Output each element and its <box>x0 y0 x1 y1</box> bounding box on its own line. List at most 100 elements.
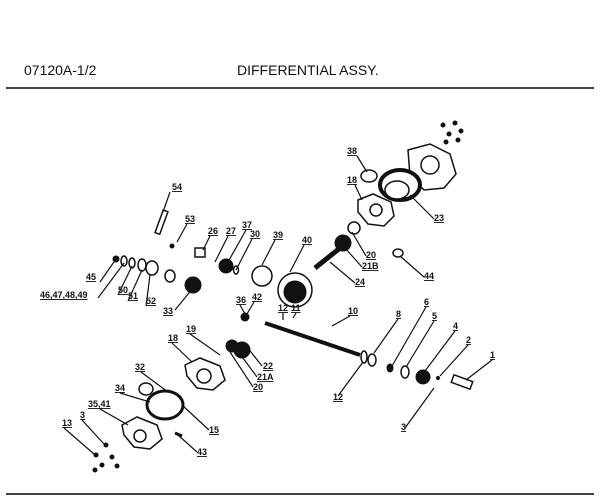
callout-32: 32 <box>135 362 145 372</box>
leader-line <box>261 239 276 266</box>
leader-line <box>63 427 95 455</box>
callout-8: 8 <box>396 309 401 319</box>
callout-36: 36 <box>236 295 246 305</box>
bolt-43 <box>174 431 183 438</box>
callout-11: 11 <box>291 303 301 313</box>
leader-line <box>373 318 399 354</box>
leader-line <box>439 344 469 377</box>
callout-12: 12 <box>278 303 288 313</box>
callout-44: 44 <box>424 271 434 281</box>
leader-line <box>344 247 363 268</box>
leader-line <box>145 274 151 307</box>
o-ring-32 <box>138 382 154 396</box>
callout-1: 1 <box>490 350 495 360</box>
gear-37 <box>218 258 234 274</box>
differential-case <box>283 280 307 304</box>
ring-5 <box>400 365 410 379</box>
callout-46-47-48-49: 46,47,48,49 <box>40 290 88 300</box>
washer-50 <box>128 257 136 269</box>
ring-12 <box>360 350 368 364</box>
callout-54: 54 <box>172 182 182 192</box>
leader-line <box>117 265 133 296</box>
callout-21A: 21A <box>257 372 274 382</box>
callout-20: 20 <box>253 382 263 392</box>
callout-13: 13 <box>62 418 72 428</box>
callout-50: 50 <box>118 285 128 295</box>
cap-1 <box>450 373 474 391</box>
leader-line <box>99 258 117 283</box>
gear-20 <box>225 339 239 353</box>
leader-line <box>97 262 125 299</box>
leader-line <box>351 231 367 257</box>
o-ring-38 <box>360 169 378 183</box>
seal-6 <box>386 363 394 373</box>
leader-line <box>202 235 211 251</box>
callout-3: 3 <box>401 422 406 432</box>
bolts-lower <box>92 442 120 473</box>
drawing-title: DIFFERENTIAL ASSY. <box>237 62 379 78</box>
part-42 <box>240 312 250 322</box>
leader-line <box>99 408 129 426</box>
leader-line <box>399 255 425 278</box>
bottom-rule <box>6 493 594 495</box>
callout-10: 10 <box>348 306 358 316</box>
leader-line <box>409 194 435 220</box>
gasket-hole-lower <box>196 368 212 384</box>
leader-line <box>236 349 258 378</box>
callout-18: 18 <box>168 333 178 343</box>
callout-38: 38 <box>347 146 357 156</box>
bearing-52 <box>145 260 159 276</box>
housing-lower <box>145 389 185 421</box>
cover-hole <box>420 155 440 175</box>
washer-44 <box>392 248 404 258</box>
bolts-upper <box>440 120 464 145</box>
leader-line <box>81 419 105 445</box>
callout-12: 12 <box>333 392 343 402</box>
leader-line <box>227 229 247 263</box>
leader-line <box>354 184 363 201</box>
callout-39: 39 <box>273 230 283 240</box>
callout-22: 22 <box>263 361 273 371</box>
leader-line <box>289 244 305 273</box>
callout-40: 40 <box>302 235 312 245</box>
leader-line <box>405 320 435 368</box>
callout-37: 37 <box>242 220 252 230</box>
callout-52: 52 <box>146 296 156 306</box>
callout-42: 42 <box>252 292 262 302</box>
callout-45: 45 <box>86 272 96 282</box>
pin-53 <box>169 243 175 249</box>
callout-51: 51 <box>128 291 138 301</box>
pin-2 <box>436 376 440 380</box>
leader-line <box>246 301 255 315</box>
leader-line <box>337 361 364 397</box>
leader-line <box>235 238 253 271</box>
leader-line <box>189 333 221 356</box>
leader-line <box>176 223 188 243</box>
housing-bore <box>384 180 410 200</box>
gasket-hole <box>369 203 383 217</box>
leader-line <box>181 404 210 431</box>
callout-21B: 21B <box>362 261 379 271</box>
callout-34: 34 <box>115 383 125 393</box>
bolt-54 <box>154 209 169 236</box>
gear-33 <box>184 276 202 294</box>
callout-33: 33 <box>163 306 173 316</box>
callout-5: 5 <box>432 311 437 321</box>
top-rule <box>6 87 594 89</box>
leader-line <box>171 342 193 363</box>
bushing <box>164 269 176 283</box>
leader-line <box>329 261 356 284</box>
leader-line <box>404 387 435 429</box>
callout-18: 18 <box>347 175 357 185</box>
leader-line <box>391 306 427 367</box>
gear-39 <box>251 265 273 287</box>
callout-20: 20 <box>366 250 376 260</box>
ring-20 <box>347 221 361 235</box>
drawing-number: 07120A-1/2 <box>24 62 97 78</box>
leader-line <box>465 359 493 381</box>
callout-43: 43 <box>197 447 207 457</box>
nut-4 <box>415 369 431 385</box>
leader-line <box>246 346 263 367</box>
